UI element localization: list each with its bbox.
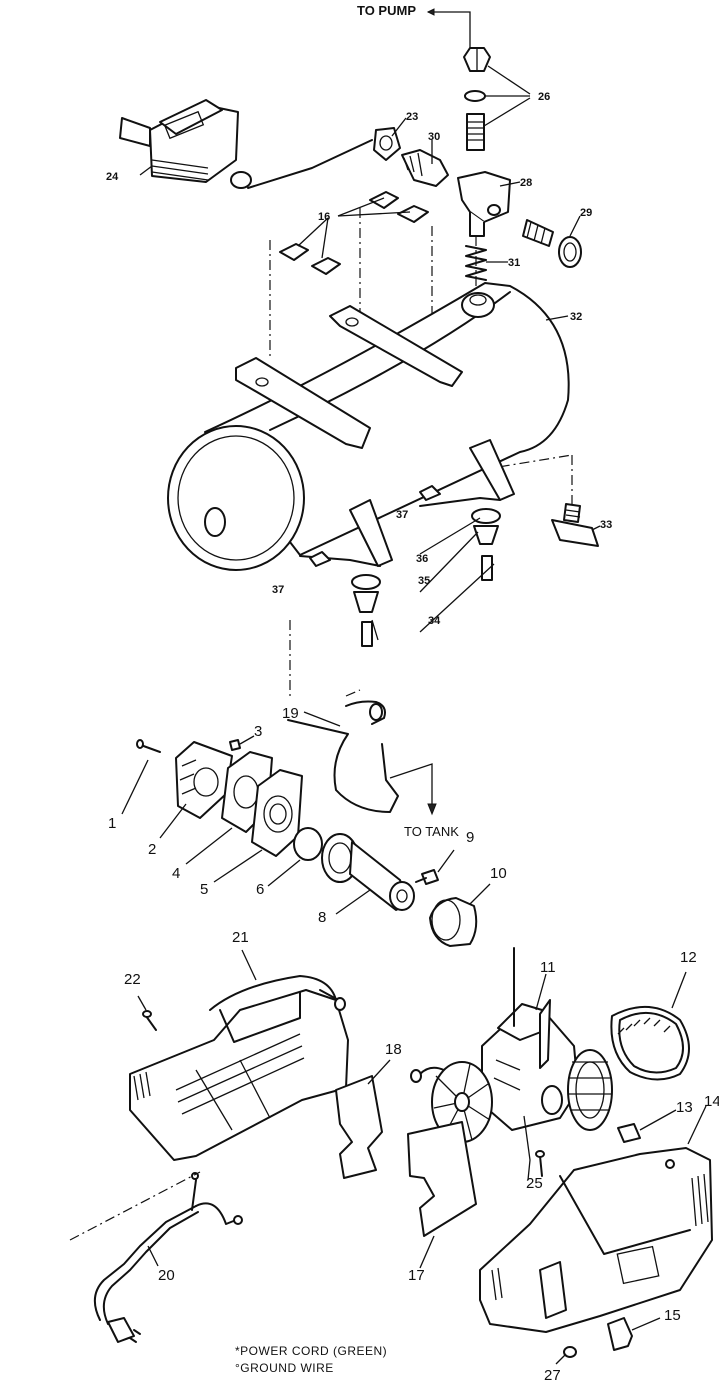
callout-17: 17 — [408, 1267, 425, 1284]
callout-22: 22 — [124, 971, 141, 988]
callout-28: 28 — [520, 177, 532, 189]
callout-15: 15 — [664, 1307, 681, 1324]
callout-18: 18 — [385, 1041, 402, 1058]
part-19-tube — [287, 689, 437, 816]
callout-10: 10 — [490, 865, 507, 882]
part-18-gasket — [335, 1059, 391, 1179]
note-power-cord: *POWER CORD (GREEN) — [235, 1344, 388, 1358]
part-9-screw — [415, 849, 455, 885]
part-16-pads — [279, 191, 429, 275]
note-ground-wire: °GROUND WIRE — [235, 1361, 334, 1375]
part-12-belt — [610, 971, 690, 1081]
callout-27: 27 — [544, 1367, 561, 1384]
callout-37-upper: 37 — [396, 509, 408, 521]
part-13-block — [617, 1109, 677, 1143]
callout-19: 19 — [282, 705, 299, 722]
callout-2: 2 — [148, 841, 156, 858]
part-30-fitting — [401, 149, 449, 187]
part-1-screw — [121, 739, 161, 815]
callout-21: 21 — [232, 929, 249, 946]
part-10-bearing — [429, 883, 491, 947]
callout-36: 36 — [416, 553, 428, 565]
callout-29: 29 — [580, 207, 592, 219]
part-21-left-shroud — [129, 949, 349, 1161]
callout-4: 4 — [172, 865, 180, 882]
part-22-screw — [137, 995, 157, 1031]
callout-1: 1 — [108, 815, 116, 832]
to-tank-label: TO TANK — [404, 824, 459, 839]
part-20-power-cord — [69, 1171, 243, 1343]
callout-25: 25 — [526, 1175, 543, 1192]
part-11-motor — [410, 947, 613, 1181]
part-25-screw — [535, 1150, 545, 1177]
callout-5: 5 — [200, 881, 208, 898]
callout-32: 32 — [570, 311, 582, 323]
callout-33: 33 — [600, 519, 612, 531]
part-27-screw — [555, 1346, 577, 1365]
part-24-pressure-switch — [119, 99, 373, 189]
callout-37-lower: 37 — [272, 584, 284, 596]
callout-numbers: 26 23 30 24 28 16 29 31 32 37 33 36 37 3… — [106, 91, 719, 1384]
part-14-right-shroud — [479, 1105, 713, 1333]
part-29-safety-valve — [522, 219, 582, 268]
callout-8: 8 — [318, 909, 326, 926]
callout-14: 14 — [704, 1093, 719, 1110]
callout-30: 30 — [428, 131, 440, 143]
callout-12: 12 — [680, 949, 697, 966]
callout-24: 24 — [106, 171, 119, 183]
upper-brackets — [235, 305, 463, 449]
part-6-o-ring — [267, 827, 323, 887]
part-28-tee — [457, 171, 511, 237]
lower-legs — [299, 439, 515, 567]
to-pump-label: TO PUMP — [357, 3, 416, 18]
part-3-clip — [229, 735, 255, 751]
callout-16: 16 — [318, 211, 330, 223]
foot-hardware — [309, 485, 501, 647]
callout-26: 26 — [538, 91, 550, 103]
callout-31: 31 — [508, 257, 520, 269]
callout-23: 23 — [406, 111, 418, 123]
part-2-valve-plate — [159, 741, 233, 839]
part-8-connecting-rod — [321, 833, 415, 915]
callout-9: 9 — [466, 829, 474, 846]
callout-6: 6 — [256, 881, 264, 898]
callout-11: 11 — [540, 959, 556, 976]
part-33-drain-valve — [551, 503, 599, 547]
part-23-clamp — [373, 127, 401, 161]
pump-assembly — [69, 689, 713, 1365]
callout-20: 20 — [158, 1267, 175, 1284]
callout-35: 35 — [418, 575, 430, 587]
tank-assembly — [119, 8, 601, 700]
part-32-tank — [167, 282, 570, 571]
callout-13: 13 — [676, 1099, 693, 1116]
callout-3: 3 — [254, 723, 262, 740]
part-15-clip — [607, 1317, 661, 1351]
part-17-gasket — [407, 1121, 477, 1269]
part-26-fittings — [463, 47, 491, 151]
callout-34: 34 — [428, 615, 441, 627]
